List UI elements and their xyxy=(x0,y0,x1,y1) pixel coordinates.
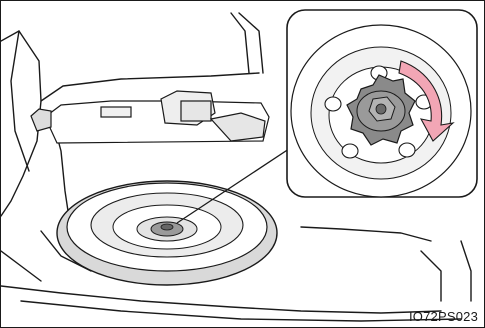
spare-tire xyxy=(57,181,277,285)
figure-code-label: IO72PS023 xyxy=(409,309,478,324)
trunk-tool-tray xyxy=(31,91,269,143)
callout-detail-inset xyxy=(287,10,477,197)
